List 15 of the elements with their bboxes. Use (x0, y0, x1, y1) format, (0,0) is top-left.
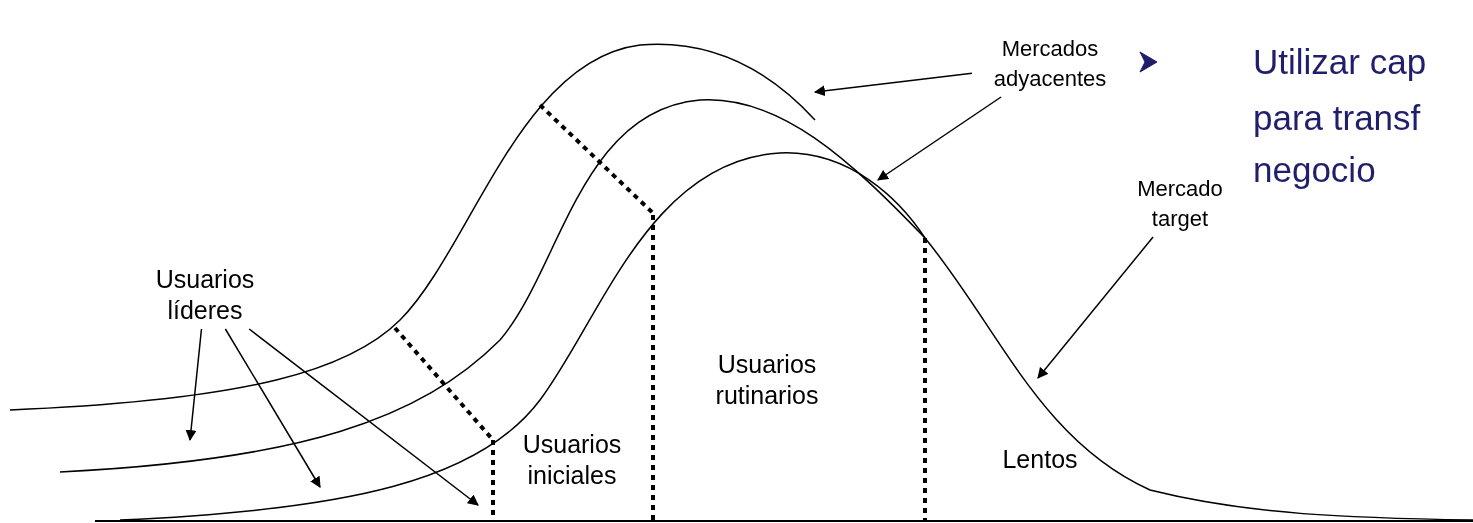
callout-text: Usuarios líderes (130, 264, 280, 326)
arrow (877, 96, 1002, 181)
region-label: Usuarios rutinarios (714, 349, 820, 411)
callout-text: Mercados adyacentes (975, 34, 1125, 94)
arrow (248, 328, 479, 506)
bullet-text: Utilizar cap (1253, 41, 1427, 83)
arrow (224, 328, 321, 488)
arrow (185, 328, 203, 442)
region-label: Usuarios iniciales (521, 429, 623, 491)
arrow (813, 72, 973, 97)
bullet-text: negocio (1253, 149, 1376, 191)
callout-text: Mercado target (1130, 174, 1230, 234)
bullet-text: para transf (1253, 97, 1421, 139)
arrow (1037, 236, 1154, 379)
region-label: Lentos (1001, 444, 1079, 475)
